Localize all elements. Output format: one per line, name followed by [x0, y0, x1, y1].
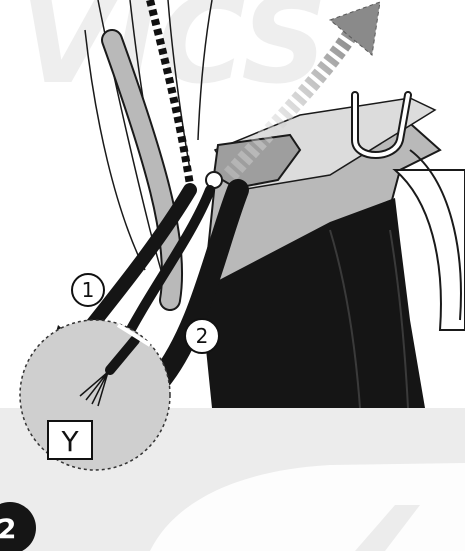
callout-1: 1 — [72, 274, 104, 306]
callout-1-label: 1 — [82, 278, 95, 302]
dotted-arrow-head — [330, 2, 380, 55]
detail-label: Y — [60, 425, 79, 458]
step-number: 2 — [0, 514, 16, 545]
detail-y: Y — [20, 320, 170, 470]
body-panel — [200, 95, 465, 408]
callout-2: 2 — [185, 319, 219, 353]
callout-2-label: 2 — [196, 324, 209, 348]
